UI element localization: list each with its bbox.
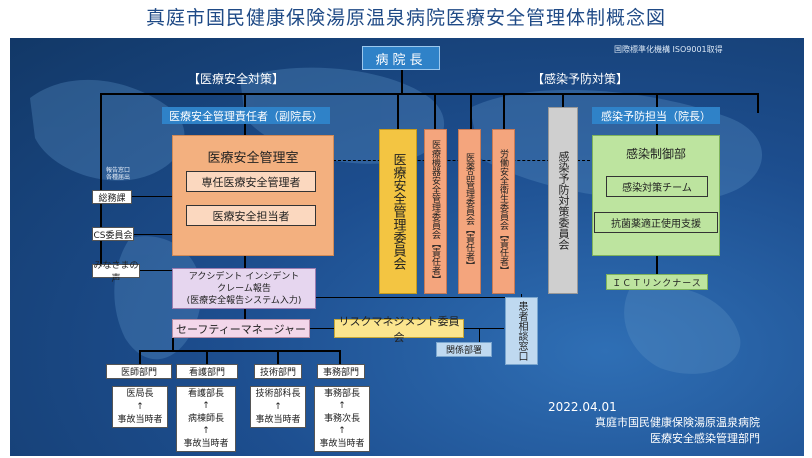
footer-dept: 医療安全感染管理部門: [650, 432, 760, 445]
connector-line: [139, 350, 141, 364]
connector-line: [757, 93, 759, 113]
patient-voice-box: みなさまの声: [92, 261, 140, 284]
dept-admin-chain: 事務部長 ↑ 事務次長 ↑ 事故当時者: [314, 386, 370, 452]
section-label-infection: 【感染予防対策】: [532, 72, 629, 86]
connector-line: [244, 256, 246, 269]
connector-line: [244, 309, 246, 319]
connector-line: [503, 93, 505, 129]
connector-line: [277, 350, 279, 364]
infection-head-box: 感染予防担当（院長）: [592, 107, 720, 124]
dept-technical-chain: 技術部科長 ↑ 事故当時者: [250, 386, 306, 428]
connector-line: [244, 93, 246, 107]
general-affairs-box: 総務課: [92, 190, 132, 204]
connector-line: [139, 350, 339, 352]
dept-technical: 技術部門: [254, 364, 302, 379]
safety-office-title: 医療安全管理室: [207, 151, 299, 166]
dept-nursing-chain: 看護部長 ↑ 病棟師長 ↑ 事故当時者: [176, 386, 236, 452]
iso-note: 国際標準化機構 ISO9001取得: [614, 45, 723, 54]
connector-line: [206, 350, 208, 364]
date-label: 2022.04.01: [548, 400, 617, 414]
connector-line: [316, 297, 522, 298]
connector-line: [100, 196, 172, 197]
labor-committee: 労働安全衛生委員会【責任者】: [492, 129, 515, 294]
page-title: 真庭市国民健康保険湯原温泉病院医療安全管理体制概念図: [145, 7, 666, 29]
safety-manager-box: セーフティーマネージャー: [172, 319, 310, 338]
connector-line: [434, 93, 436, 129]
connector-line: [172, 328, 174, 350]
link-nurse-box: ＩＣＴリンクナース: [606, 274, 708, 290]
safety-head-box: 医療安全管理責任者（副院長）: [162, 107, 330, 124]
dept-nursing: 看護部門: [176, 364, 238, 379]
connector-line: [401, 70, 403, 94]
connector-line: [339, 350, 341, 364]
related-depts-box: 関係部署: [436, 342, 492, 357]
dept-doctor-chain: 医局長 ↑ 事故当時者: [112, 386, 168, 428]
antimicrobial-support: 抗菌薬適正使用支援: [594, 212, 718, 233]
connector-line: [397, 93, 399, 129]
safety-committee: 医療安全管理委員会: [379, 129, 417, 294]
incident-report-box: アクシデント インシデント クレーム報告 (医療安全報告システム入力): [172, 268, 316, 309]
infection-team: 感染対策チーム: [606, 176, 708, 197]
safety-officer: 医療安全担当者: [186, 205, 316, 226]
infection-dept-title: 感染制御部: [625, 147, 686, 161]
connector-line: [521, 294, 522, 298]
connector-line: [310, 328, 334, 329]
patient-desk-box: 患者相談窓口: [505, 297, 538, 365]
section-label-safety: 【医療安全対策】: [188, 72, 285, 86]
drug-committee: 医薬品管理委員会【責任者】: [458, 129, 481, 294]
safety-manager-dedicated: 専任医療安全管理者: [186, 171, 316, 192]
connector-line: [100, 93, 758, 95]
infection-committee: 感染予防対策委員会: [548, 107, 578, 294]
connector-line: [470, 93, 472, 129]
safety-office-box: [172, 135, 334, 256]
connector-line: [656, 93, 658, 107]
connector-line: [479, 328, 480, 342]
connector-line: [244, 123, 246, 135]
connector-line: [100, 93, 102, 270]
dept-doctor: 医師部門: [106, 364, 172, 379]
connector-line: [464, 328, 504, 329]
risk-committee-box: リスクマネジメント委員会: [334, 315, 464, 344]
connector-line: [100, 234, 172, 235]
connector-line: [656, 123, 658, 135]
report-note: 報告窓口 各種届出: [106, 167, 131, 181]
director-box: 病院長: [362, 46, 440, 70]
footer-org: 真庭市国民健康保険湯原温泉病院: [595, 416, 760, 429]
equipment-committee: 医療機器安全管理委員会【責任者】: [424, 129, 447, 294]
connector-line: [562, 93, 564, 107]
connector-line: [656, 256, 658, 274]
cs-committee-box: CS委員会: [92, 227, 134, 241]
dept-admin: 事務部門: [317, 364, 365, 379]
